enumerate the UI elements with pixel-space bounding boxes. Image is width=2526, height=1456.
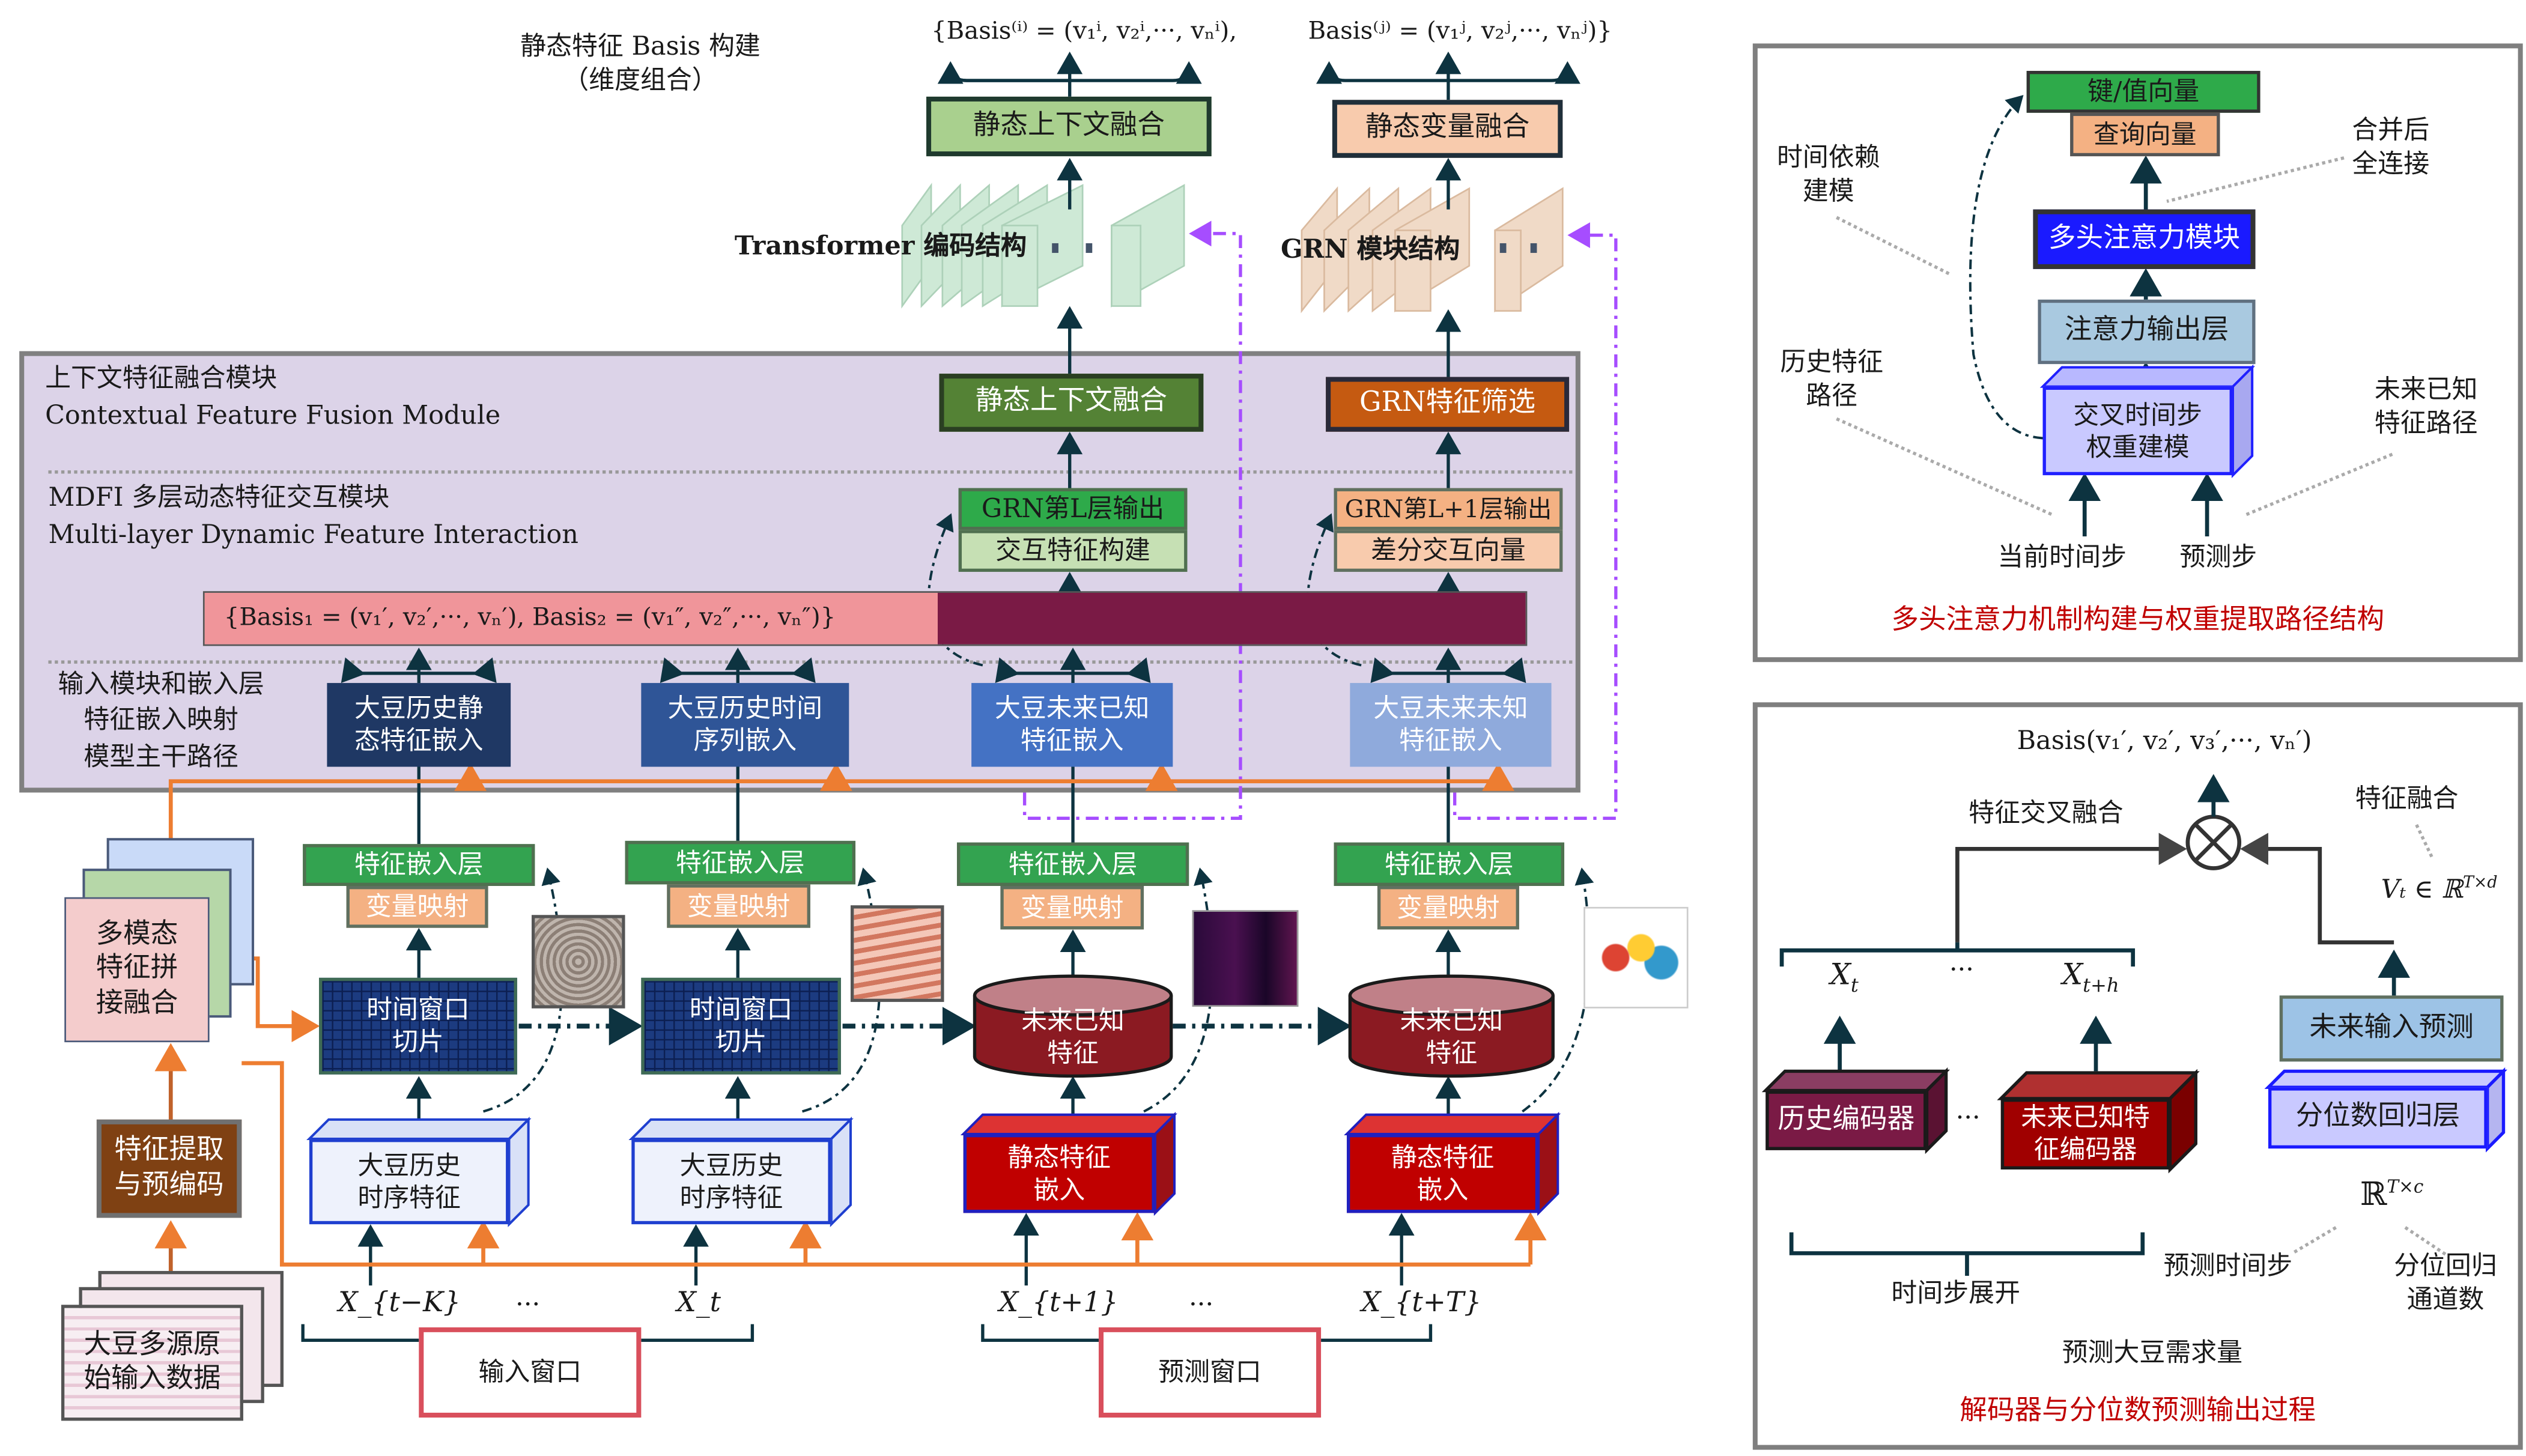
basis-j-formula: Basis⁽ʲ⁾ = (v₁ʲ, v₂ʲ,···, vₙʲ)} (1308, 16, 1612, 46)
transformer-label: Transformer 编码结构 (734, 230, 1027, 261)
interaction-build: 交互特征构建 (958, 530, 1188, 572)
heatmap-thumbnail (1192, 910, 1299, 1007)
orange-backbone-path (154, 762, 1547, 1273)
decoder-panel (1752, 702, 2523, 1450)
feature-embed-layer-1: 特征嵌入层 (303, 844, 535, 886)
future-known-feature-2: 未来已知 特征 (1400, 1005, 1504, 1069)
history-boxes-3d (306, 1116, 854, 1228)
raw-input-data: 大豆多源原 始输入数据 (61, 1305, 243, 1421)
attention-caption: 多头注意力机制构建与权重提取路径结构 (1891, 604, 2385, 637)
feature-extract-encode: 特征提取 与预编码 (96, 1119, 242, 1218)
multihead-attention-module: 多头注意力模块 (2033, 209, 2256, 269)
quantile-channels-label: 分位回归 通道数 (2394, 1250, 2497, 1314)
key-value-vector: 键/值向量 (2026, 70, 2260, 113)
cffm-title-en: Contextual Feature Fusion Module (45, 399, 501, 431)
query-vector: 查询向量 (2070, 112, 2220, 157)
input-x-t: X_t (676, 1287, 721, 1320)
history-encoder: 历史编码器 (1765, 1090, 1927, 1150)
purple-feedback-path (1022, 220, 1618, 821)
mdfi-title-en: Multi-layer Dynamic Feature Interaction (48, 518, 578, 550)
scatter-plot-thumbnail (1583, 906, 1689, 1009)
multimodal-fusion: 多模态 特征拼 接融合 (64, 897, 210, 1043)
embed-history-series: 大豆历史时间 序列嵌入 (641, 683, 849, 767)
decoder-xth: Xt+h (2062, 958, 2119, 996)
embed-history-static: 大豆历史静 态特征嵌入 (327, 683, 511, 767)
feature-embed-layer-4: 特征嵌入层 (1334, 842, 1565, 886)
decoder-ellipsis-1: ··· (1949, 953, 1974, 984)
input-layer-labels: 输入模块和嵌入层 特征嵌入映射 模型主干路径 (58, 668, 264, 771)
predict-step-label: 预测步 (2179, 541, 2257, 572)
cross-fusion-label: 特征交叉融合 (1969, 797, 2124, 828)
r-tc-formula: ℝT×c (2360, 1174, 2424, 1213)
input-x-t-minus-k: X_{t−K} (338, 1287, 461, 1320)
grn-label: GRN 模块结构 (1281, 233, 1460, 264)
feature-embed-layer-2: 特征嵌入层 (625, 840, 856, 885)
basis-bar: {Basis₁ = (v₁′, v₂′,···, vₙ′), Basis₂ = … (202, 591, 1528, 646)
input-window: 输入窗口 (419, 1327, 642, 1418)
basis-construction-title: 静态特征 Basis 构建 （维度组合） (520, 30, 761, 95)
encoder-boxes-3d (1761, 1067, 2200, 1174)
embed-future-known: 大豆未来已知 特征嵌入 (971, 683, 1173, 767)
embed-future-unknown: 大豆未来未知 特征嵌入 (1350, 683, 1552, 767)
vt-formula: Vₜ ∈ ℝT×d (2381, 873, 2498, 905)
attention-output-layer: 注意力输出层 (2038, 299, 2256, 365)
decoder-caption: 解码器与分位数预测输出过程 (1960, 1395, 2316, 1428)
future-path-label: 未来已知 特征路径 (2374, 374, 2478, 438)
connectors (341, 61, 1580, 845)
attention-panel (1752, 43, 2523, 663)
decoder-xt: Xt (1830, 958, 1859, 996)
static-feature-embed-1: 静态特征 嵌入 (963, 1133, 1155, 1213)
mdfi-title-cn: MDFI 多层动态特征交互模块 (48, 481, 390, 512)
decoder-ellipsis-2: ··· (1955, 1102, 1981, 1133)
transformer-stack (901, 183, 1185, 309)
pattern-image-thumbnail (850, 905, 944, 1003)
input-ellipsis-1: ··· (515, 1288, 541, 1320)
grn-l1-output: GRN第L+1层输出 (1334, 488, 1563, 530)
grn-l-output: GRN第L层输出 (958, 488, 1188, 530)
future-input-prediction: 未来输入预测 (2279, 995, 2504, 1062)
time-dependency-label: 时间依赖 建模 (1776, 141, 1880, 206)
cross-timestep-weighting: 交叉时间步 权重建模 (2042, 386, 2233, 476)
static-feature-embed-2: 静态特征 嵌入 (1346, 1133, 1539, 1213)
texture-image-thumbnail (531, 915, 625, 1009)
input-x-t-plus-T: X_{t+T} (1361, 1287, 1482, 1320)
feature-fusion-label: 特征融合 (2355, 783, 2459, 814)
static-variable-fusion-top: 静态变量融合 (1332, 100, 1563, 158)
decoder-basis-formula: Basis(v₁′, v₂′, v₃′,···, vₙ′) (2017, 724, 2312, 756)
basis-bar-text: {Basis₁ = (v₁′, v₂′,···, vₙ′), Basis₂ = … (223, 602, 836, 632)
decoder-braces (1779, 942, 2145, 1276)
future-known-feature-1: 未来已知 特征 (1021, 1005, 1125, 1069)
cffm-title-cn: 上下文特征融合模块 (45, 362, 278, 393)
history-series-feature-2: 大豆历史 时序特征 (631, 1139, 831, 1225)
predict-steps-label: 预测时间步 (2163, 1250, 2293, 1281)
feature-embed-layer-3: 特征嵌入层 (956, 842, 1189, 886)
time-unroll-label: 时间步展开 (1891, 1277, 2021, 1308)
basis-i-formula: {Basis⁽ⁱ⁾ = (v₁ⁱ, v₂ⁱ,···, vₙⁱ), (931, 16, 1237, 46)
grn-stack (1301, 186, 1564, 314)
future-known-cylinders (973, 974, 1555, 1078)
callout-lines (1836, 156, 2450, 1258)
flow-arrows (357, 51, 1462, 1286)
diff-interaction: 差分交互向量 (1334, 530, 1563, 572)
predict-window: 预测窗口 (1098, 1327, 1322, 1418)
merge-fc-label: 合并后 全连接 (2352, 114, 2430, 179)
variable-mapping-1: 变量映射 (346, 885, 488, 928)
time-window-slice-1: 时间窗口 切片 (318, 977, 517, 1075)
input-x-t-plus-1: X_{t+1} (998, 1287, 1119, 1320)
variable-mapping-3: 变量映射 (1000, 885, 1144, 930)
static-context-fusion-top: 静态上下文融合 (926, 96, 1212, 157)
history-series-feature-1: 大豆历史 时序特征 (309, 1139, 509, 1225)
time-window-slice-2: 时间窗口 切片 (641, 977, 841, 1075)
history-path-label: 历史特征 路径 (1780, 346, 1884, 411)
variable-mapping-4: 变量映射 (1377, 885, 1519, 930)
grn-feature-select: GRN特征筛选 (1326, 377, 1570, 432)
variable-mapping-2: 变量映射 (667, 884, 810, 928)
static-context-fusion: 静态上下文融合 (939, 374, 1204, 432)
input-ellipsis-2: ··· (1189, 1288, 1214, 1320)
current-step-label: 当前时间步 (1997, 541, 2127, 572)
future-known-encoder: 未来已知特 征编码器 (2000, 1098, 2170, 1169)
quantile-regression-layer: 分位数回归层 (2268, 1087, 2488, 1149)
demand-label: 预测大豆需求量 (2062, 1336, 2243, 1368)
